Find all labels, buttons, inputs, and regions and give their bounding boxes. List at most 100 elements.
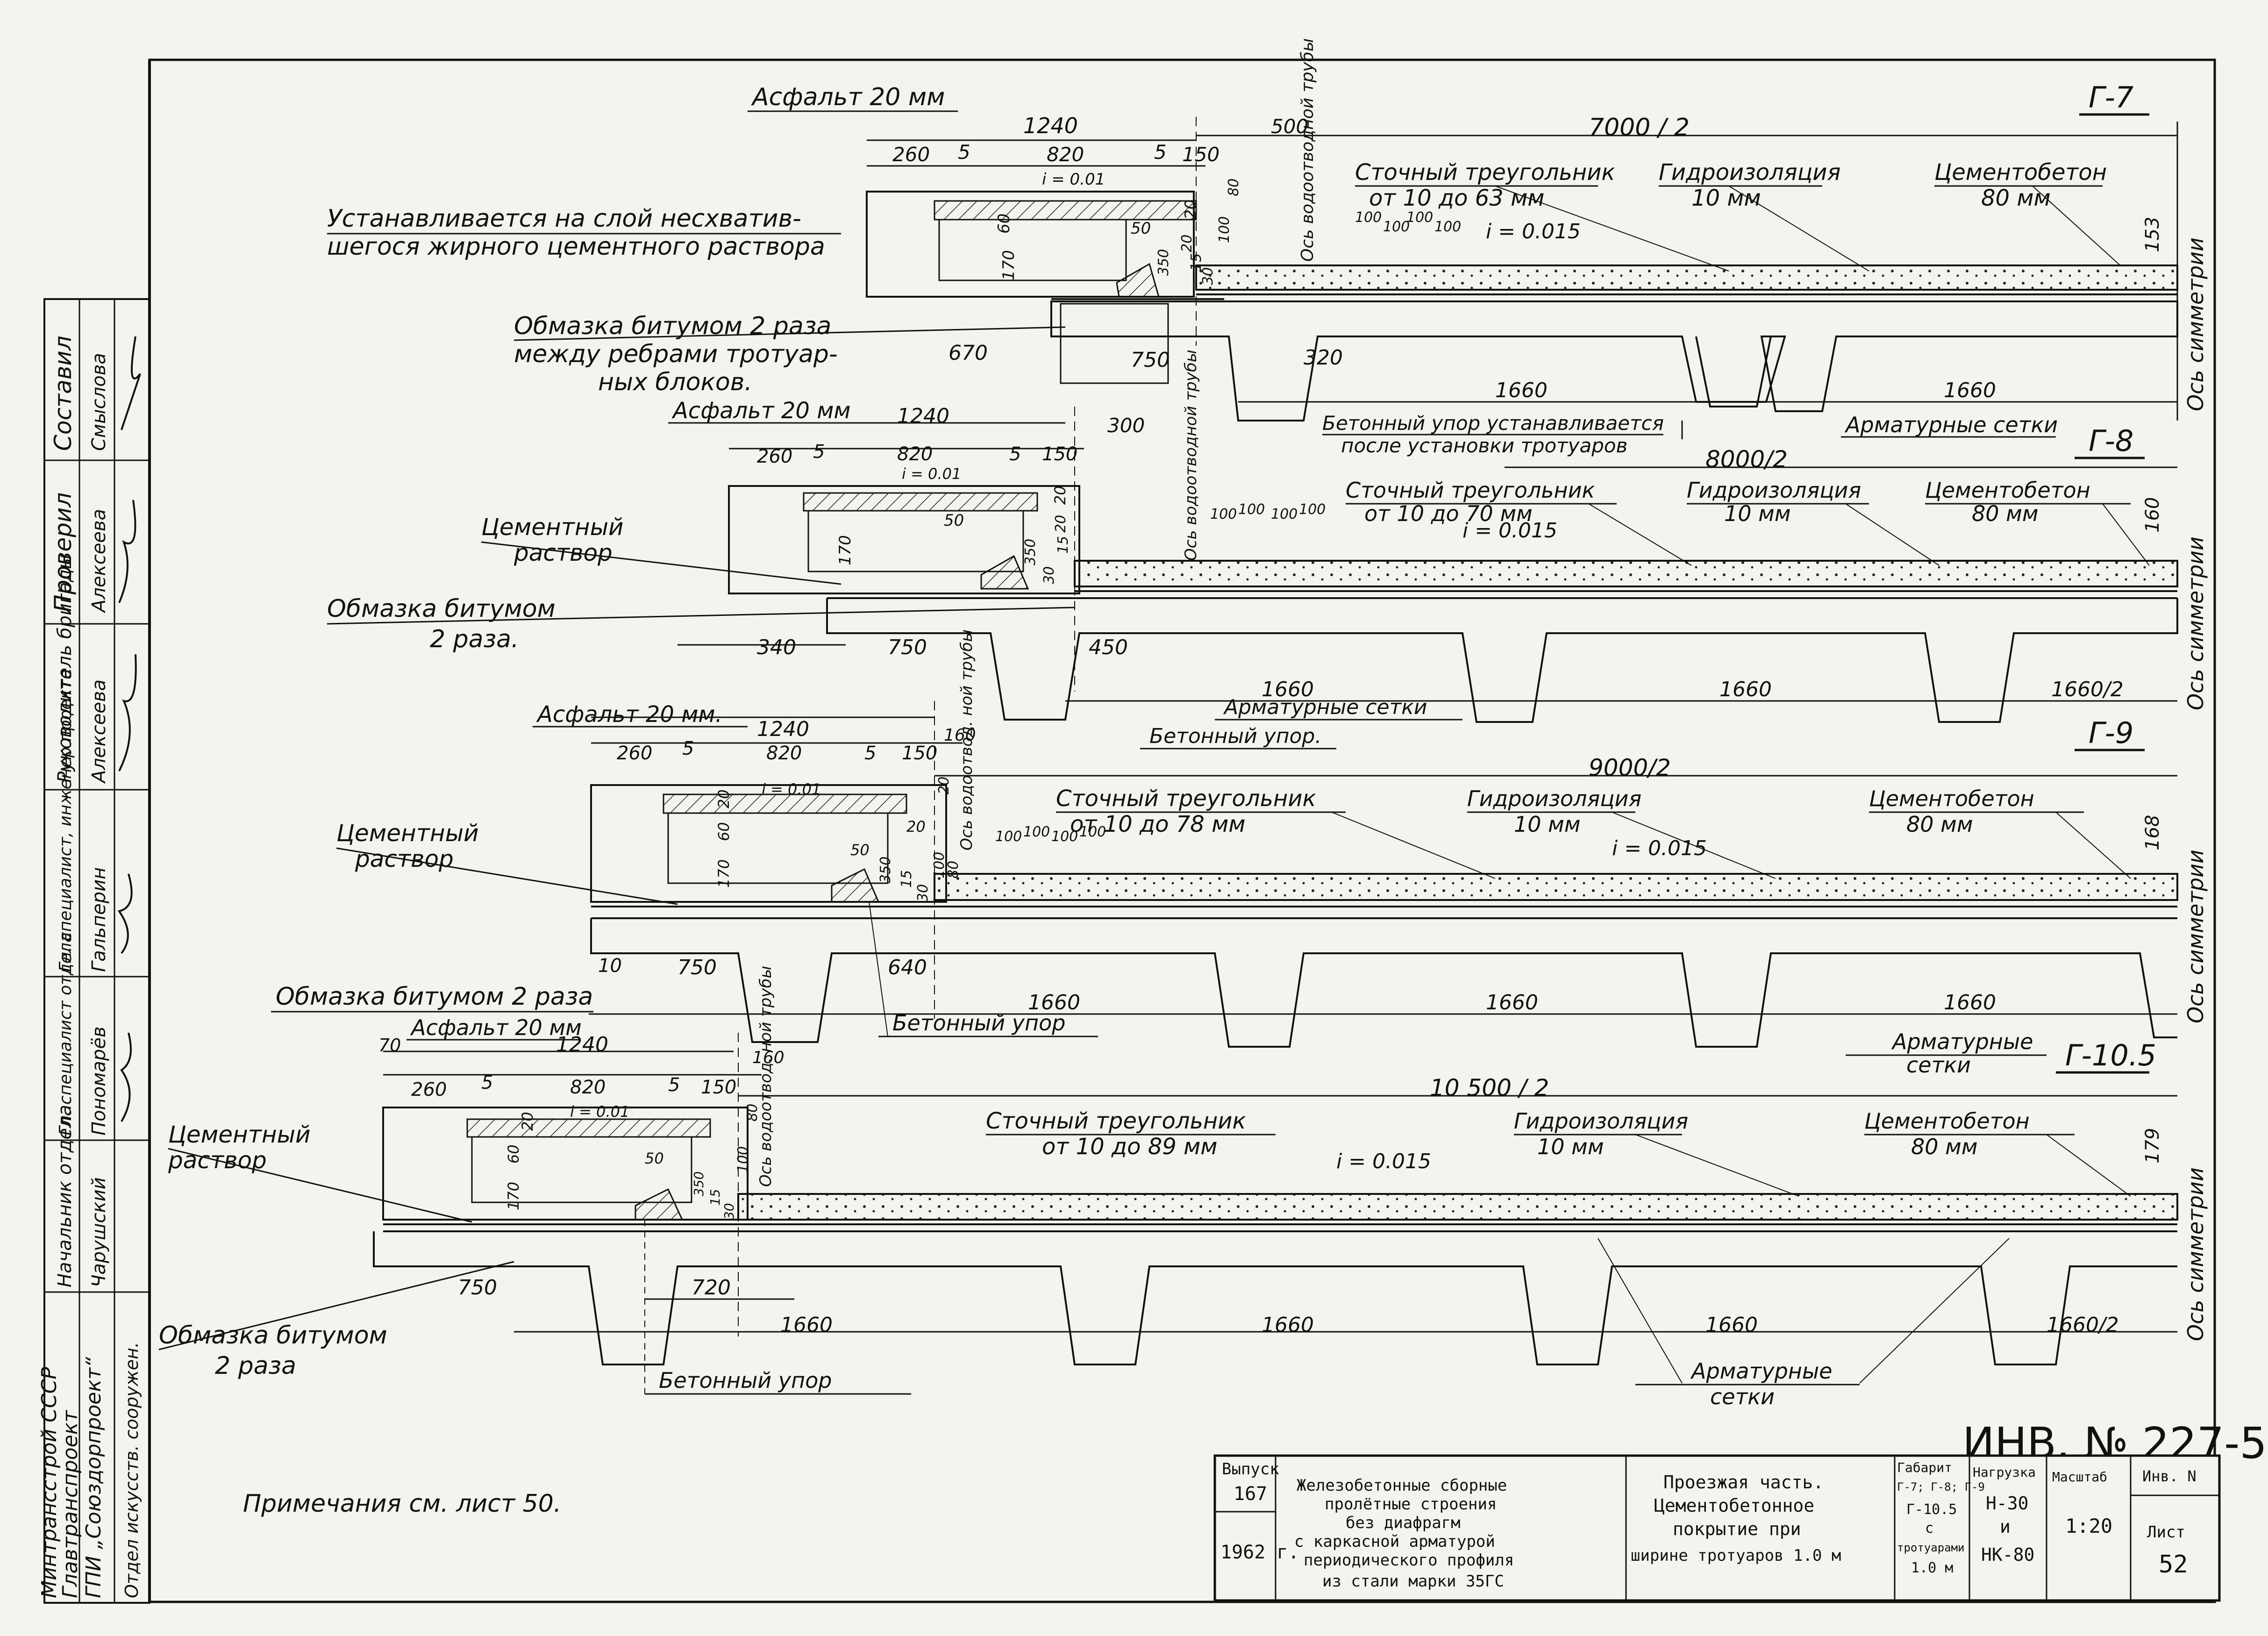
g8-axis: Ось симметрии (2183, 536, 2208, 710)
g8-drain1: Сточный треугольник (1346, 478, 1595, 503)
g9-drain2: от 10 до 78 мм (1070, 811, 1246, 837)
g7-drain1: Сточный треугольник (1355, 159, 1615, 186)
g105-dim-7: 160 (752, 1048, 785, 1067)
g8-dim-2: 5 (813, 441, 825, 463)
g7-tick-1: 100 (1383, 219, 1410, 235)
g9-vd-1: 60 (715, 822, 733, 841)
g8-vd-4: 20 (1053, 515, 1069, 533)
g7-vd-9: 80 (1226, 179, 1242, 196)
g8-vd-2: 170 (836, 535, 855, 565)
g9-mesh2: сетки (1906, 1052, 1971, 1078)
g8-vd-1: 50 (944, 511, 964, 530)
g9-dim-2: 5 (682, 738, 694, 759)
g8-dim-1: 260 (757, 446, 792, 467)
g8-dim-6: 300 (1107, 414, 1145, 437)
tb-sheet-label: Лист (2147, 1523, 2185, 1542)
g105-dim-2: 260 (411, 1079, 447, 1100)
g9-bd-0: 10 (598, 955, 622, 977)
tb-gab-1: Г-7; Г-8; Г-9 (1897, 1480, 1985, 1493)
g9-vd-7: 30 (915, 884, 931, 902)
g105-hydro1: Гидроизоляция (1514, 1108, 1688, 1134)
g7-tick-2: 100 (1406, 209, 1433, 226)
g105-bd-0: 750 (458, 1276, 497, 1300)
tb-desc-6: из стали марки 35ГС (1322, 1572, 1504, 1591)
g9-bd-4: 1660 (1486, 991, 1538, 1014)
section-g8: Г-8 8000/2 Асфальт 20 мм 1240 260 5 820 … (327, 350, 2208, 750)
tb-desc-4: с каркасной арматурой (1294, 1532, 1495, 1551)
g105-concrete2: 80 мм (1911, 1134, 1978, 1159)
g9-bitumen1: Обмазка битумом 2 раза (276, 983, 593, 1011)
g9-mesh1: Арматурные (1891, 1029, 2033, 1054)
g8-pipe: Ось водоотводной трубы (1182, 350, 1200, 561)
tb-gab-4: тротуарами (1897, 1541, 1965, 1554)
g8-concrete2: 80 мм (1972, 501, 2039, 526)
side-org-4: Отдел искусств. сооружен. (121, 1342, 142, 1598)
g7-hydro2: 10 мм (1691, 185, 1761, 211)
g9-concrete1: Цементобетон (1869, 786, 2034, 811)
g7-pipe: Ось водоотводной трубы (1298, 38, 1317, 262)
g8-dim-5: 150 (1042, 443, 1077, 465)
g9-asphalt: Асфальт 20 мм. (536, 701, 722, 728)
g7-bd-3: 1660 (1495, 379, 1548, 402)
g105-mesh2: сетки (1710, 1384, 1775, 1409)
g105-mesh1: Арматурные (1690, 1358, 1832, 1384)
g9-dim-5: 150 (902, 743, 937, 764)
g8-bd-5: 1660/2 (2051, 678, 2124, 701)
g7-concrete1: Цементобетон (1934, 159, 2107, 186)
side-name-0: Смыслова (88, 353, 110, 451)
g105-pavement (737, 1193, 2178, 1221)
signature-3 (117, 873, 133, 954)
g9-bd-1: 750 (678, 956, 717, 979)
g8-cement1: Цементный (481, 514, 624, 541)
tb-scale-label: Масштаб (2052, 1469, 2107, 1485)
g7-slope-main: i = 0.015 (1486, 220, 1581, 243)
g7-hydro1: Гидроизоляция (1659, 159, 1840, 186)
g7-bitumen3: ных блоков. (598, 368, 752, 396)
tb-part-3: покрытие при (1673, 1519, 1801, 1539)
g105-vd-4: 350 (691, 1172, 706, 1196)
g8-bitumen1: Обмазка битумом (327, 595, 556, 623)
g105-drain2: от 10 до 89 мм (1042, 1134, 1218, 1160)
g105-concrete1: Цементобетон (1864, 1108, 2030, 1134)
g7-vd-2: 50 (1131, 219, 1151, 238)
g7-dim-0: 1240 (1023, 113, 1078, 138)
g8-hydro1: Гидроизоляция (1687, 478, 1861, 503)
g7-vd-8: 100 (1216, 216, 1233, 243)
g7-dim-5: 150 (1182, 143, 1220, 166)
g105-dim-1: 70 (378, 1035, 401, 1056)
g7-mesh: Арматурные сетки (1844, 412, 2058, 437)
side-name-1: Алексеева (88, 509, 110, 614)
sheet-note: Примечания см. лист 50. (243, 1490, 561, 1518)
g9-vd-3: 20 (906, 818, 926, 836)
g8-bd-2: 450 (1089, 636, 1128, 659)
g105-vd-6: 30 (721, 1203, 737, 1220)
g7-note1b: шегося жирного цементного раствора (327, 233, 825, 261)
g7-vd-6: 15 (1188, 253, 1205, 271)
tb-load-2: и (2000, 1516, 2011, 1537)
g9-concrete2: 80 мм (1906, 812, 1973, 837)
g8-span: 8000/2 (1705, 446, 1788, 473)
g7-note1: Устанавливается на слой несхватив- (327, 205, 801, 233)
tb-desc-1: Железобетонные сборные (1297, 1476, 1507, 1495)
g7-asphalt: Асфальт 20 мм (751, 83, 945, 111)
tb-desc-5: периодического профиля (1304, 1551, 1514, 1570)
tb-gab-2: Г-10.5 (1906, 1501, 1957, 1518)
g8-bd-1: 750 (888, 636, 927, 659)
g8-bd-3: 1660 (1262, 678, 1314, 701)
g105-bitumen1: Обмазка битумом (159, 1322, 387, 1350)
tb-load-label: Нагрузка (1973, 1465, 2036, 1480)
g105-beams (373, 1231, 2177, 1365)
g7-beams (1050, 300, 2178, 422)
g9-thickness: 168 (2142, 815, 2163, 850)
g7-stop2: после установки тротуаров (1341, 434, 1627, 457)
g7-vd-4: 350 (1155, 249, 1172, 276)
tb-gab-label: Габарит (1897, 1460, 1952, 1475)
g7-vd-3: 170 (999, 250, 1018, 280)
g7-axis: Ось симметрии (2183, 237, 2208, 411)
g105-bitumen2: 2 раза (215, 1352, 296, 1380)
tb-inv-label: Инв. N (2142, 1467, 2197, 1485)
side-stamp-block: Составил Проверил Руководитель бригады Г… (37, 298, 150, 1604)
g9-vd-9: 80 (945, 861, 962, 879)
g9-vd-4: 50 (850, 841, 870, 859)
